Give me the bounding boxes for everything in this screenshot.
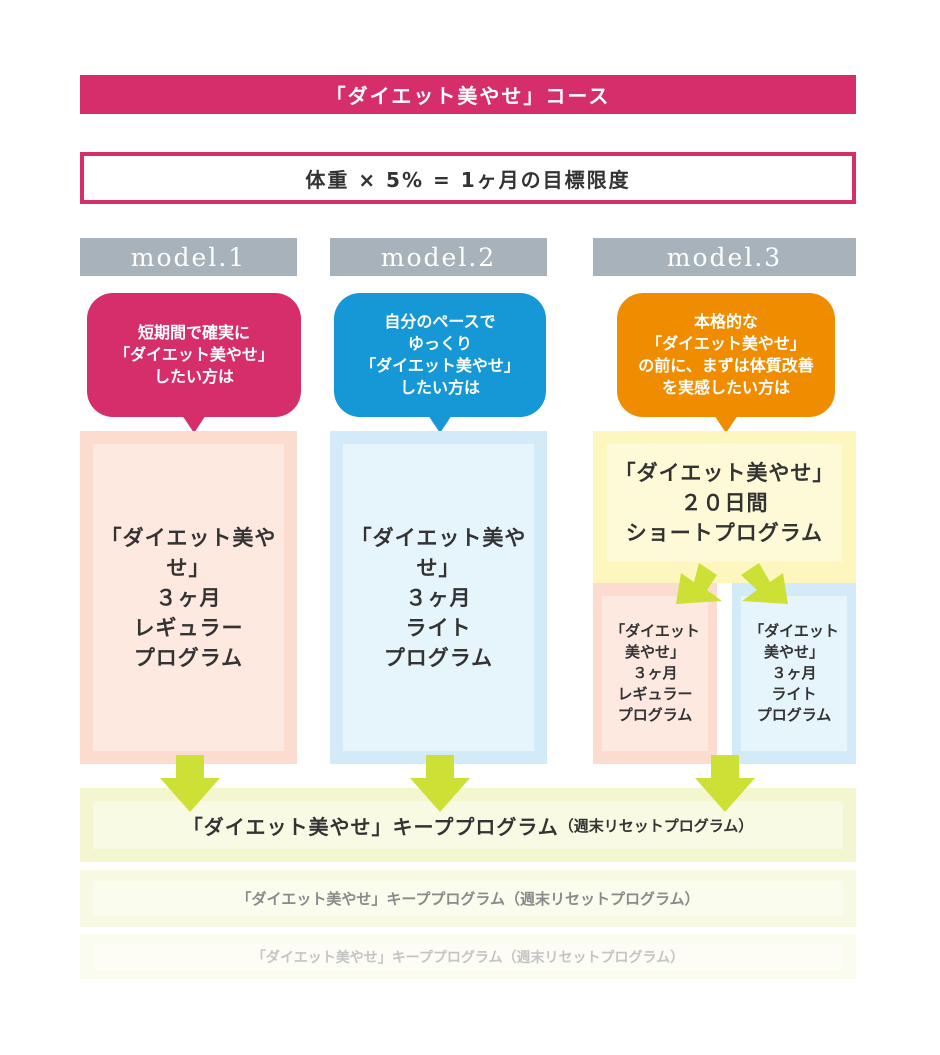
model-3-bubble-line: を実感したい方は [661,378,790,397]
program-line: 美やせ」 [624,643,685,661]
keep-program-repeat-box: 「ダイエット美やせ」キーププログラム（週末リセットプログラム） [80,934,856,979]
model-2-bubble-line: したい方は [399,378,480,397]
keep-program-subtitle: （週末リセットプログラム） [558,816,754,835]
keep-program-title: 「ダイエット美やせ」キーププログラム [182,814,559,839]
model-2-bubble-line: 「ダイエット美やせ」 [360,356,520,375]
target-formula: 体重 × 5% = 1ヶ月の目標限度 [80,152,856,204]
model-1-label: model.1 [80,238,297,276]
model-3-sub-light-panel: 「ダイエット 美やせ」 ３ヶ月 ライト プログラム [741,596,847,751]
model-2-program-panel: 「ダイエット美やせ」 ３ヶ月 ライト プログラム [343,444,534,751]
model-3-bubble-line: の前に、まずは体質改善 [638,356,814,375]
keep-program-repeat-panel: 「ダイエット美やせ」キーププログラム（週末リセットプログラム） [93,943,843,970]
model-2-label-text: model.2 [380,242,497,272]
keep-program-repeat-text: 「ダイエット美やせ」キーププログラム（週末リセットプログラム） [251,949,685,966]
model-3-short-program-box: 「ダイエット美やせ」 ２０日間 ショートプログラム [593,431,856,583]
program-line: プログラム [617,706,693,724]
model-3-short-program-panel: 「ダイエット美やせ」 ２０日間 ショートプログラム [607,444,842,562]
model-1-bubble-line: 「ダイエット美やせ」 [114,345,274,364]
program-line: プログラム [133,645,244,670]
program-line: ライト [771,685,817,703]
model-2-bubble-line: 自分のペースで [384,312,496,331]
model-3-bubble: 本格的な 「ダイエット美やせ」 の前に、まずは体質改善 を実感したい方は [617,293,835,433]
model-1-label-text: model.1 [130,242,247,272]
keep-program-panel: 「ダイエット美やせ」キーププログラム （週末リセットプログラム） [93,801,843,849]
program-line: 「ダイエット [610,622,700,640]
model-3-sub-light-box: 「ダイエット 美やせ」 ３ヶ月 ライト プログラム [732,583,856,764]
program-line: 「ダイエット美やせ」 [614,461,835,485]
program-line: ライト [405,615,472,640]
program-line: ３ヶ月 [771,664,817,682]
model-1-program-box: 「ダイエット美やせ」 ３ヶ月 レギュラー プログラム [80,431,297,764]
model-1-bubble-line: したい方は [153,367,234,386]
program-line: プログラム [756,706,832,724]
course-title-text: 「ダイエット美やせ」コース [325,84,611,108]
model-2-bubble: 自分のペースで ゆっくり 「ダイエット美やせ」 したい方は [334,293,546,433]
bubble-tail-icon [714,415,738,433]
program-line: レギュラー [617,685,693,703]
model-2-label: model.2 [330,238,547,276]
course-title: 「ダイエット美やせ」コース [80,75,856,114]
keep-program-repeat-text: 「ダイエット美やせ」キーププログラム（週末リセットプログラム） [236,890,700,908]
program-line: ２０日間 [680,491,769,515]
model-1-program-panel: 「ダイエット美やせ」 ３ヶ月 レギュラー プログラム [93,444,284,751]
program-line: ３ヶ月 [155,585,222,610]
bubble-tail-icon [182,415,206,433]
program-line: ３ヶ月 [632,664,678,682]
target-formula-text: 体重 × 5% = 1ヶ月の目標限度 [305,167,631,192]
model-1-bubble: 短期間で確実に 「ダイエット美やせ」 したい方は [87,293,301,433]
program-line: プログラム [383,645,494,670]
model-2-bubble-line: ゆっくり [407,334,472,353]
model-2-program-box: 「ダイエット美やせ」 ３ヶ月 ライト プログラム [330,431,547,764]
model-3-label: model.3 [593,238,856,276]
keep-program-box: 「ダイエット美やせ」キーププログラム （週末リセットプログラム） [80,788,856,862]
model-3-sub-regular-box: 「ダイエット 美やせ」 ３ヶ月 レギュラー プログラム [593,583,717,764]
model-1-bubble-line: 短期間で確実に [137,323,250,342]
model-3-sub-regular-panel: 「ダイエット 美やせ」 ３ヶ月 レギュラー プログラム [602,596,708,751]
program-line: 「ダイエット美やせ」 [100,525,277,580]
program-line: 「ダイエット [749,622,839,640]
bubble-tail-icon [428,415,452,433]
program-line: ショートプログラム [625,521,824,545]
model-3-bubble-line: 本格的な [693,312,758,331]
program-line: ３ヶ月 [405,585,472,610]
keep-program-repeat-box: 「ダイエット美やせ」キーププログラム（週末リセットプログラム） [80,870,856,927]
model-3-label-text: model.3 [666,242,783,272]
keep-program-repeat-panel: 「ダイエット美やせ」キーププログラム（週末リセットプログラム） [93,881,843,916]
model-3-bubble-line: 「ダイエット美やせ」 [646,334,806,353]
program-line: レギュラー [133,615,244,640]
program-line: 「ダイエット美やせ」 [350,525,527,580]
program-line: 美やせ」 [763,643,824,661]
